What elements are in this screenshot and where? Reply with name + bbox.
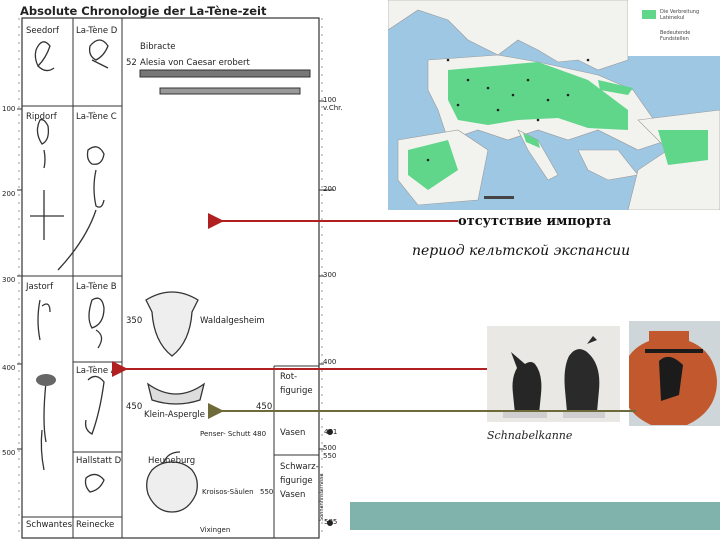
- label-ripdorf: Ripdorf: [26, 112, 57, 122]
- label-alesia: Alesia von Caesar erobert: [140, 58, 250, 68]
- chart-title: Absolute Chronologie der La-Tène-zeit: [20, 4, 267, 18]
- label-vixingen: Vixingen: [200, 526, 231, 534]
- label-bibracte: Bibracte: [140, 42, 176, 52]
- label-year-585: 585: [324, 518, 338, 526]
- caption-no-import: отсутствие импорта: [458, 214, 612, 229]
- label-waldalgesheim: Waldalgesheim: [200, 316, 265, 326]
- tick-right-400: 400: [323, 358, 337, 366]
- chronology-grid: [17, 17, 334, 539]
- legend-swatch: [642, 10, 656, 19]
- label-year-550b: 550: [323, 452, 337, 460]
- tick-right-100: 100 v.Chr.: [323, 96, 343, 112]
- label-latene-a: La-Tène A: [76, 366, 117, 376]
- tick-left-400: 400: [2, 364, 16, 372]
- label-rot-2: figurige: [280, 386, 313, 396]
- chronology-chart: Absolute Chronologie der La-Tène-zeit Se…: [0, 0, 343, 540]
- label-schwarz-3: Vasen: [280, 490, 306, 500]
- tick-left-200: 200: [2, 190, 16, 198]
- legend-line-3: Bedeutende: [660, 30, 691, 36]
- legend-line-2: Latènekul: [660, 15, 685, 21]
- label-schwantes: Schwantes: [26, 520, 72, 530]
- label-year-481: 481: [324, 428, 338, 436]
- caption-schnabelkanne: Schnabelkanne: [487, 429, 573, 442]
- legend-line-1: Die Verbreitung: [660, 9, 700, 15]
- label-latene-c: La-Tène C: [76, 112, 117, 122]
- label-rot-1: Rot-: [280, 372, 298, 382]
- label-seedorf: Seedorf: [26, 26, 59, 36]
- label-klein-aspergle: Klein-Aspergle: [144, 410, 205, 420]
- label-hallstatt-d: Hallstatt D: [76, 456, 122, 466]
- celtic-expansion-map: [388, 0, 720, 210]
- map-legend: Die Verbreitung Latènekul Bedeutende Fun…: [628, 0, 720, 56]
- tick-right-300: 300: [323, 271, 337, 279]
- label-year-500: 500: [323, 444, 337, 452]
- jugs-drawing: [487, 326, 620, 422]
- label-latene-b: La-Tène B: [76, 282, 117, 292]
- tick-right-200: 200: [323, 185, 337, 193]
- label-waldalgesheim-year: 350: [126, 316, 143, 326]
- label-rot-3: Vasen: [280, 428, 306, 438]
- schnabelkanne-photo: [487, 326, 620, 422]
- label-latene-d: La-Tène D: [76, 26, 118, 36]
- tick-left-300: 300: [2, 276, 16, 284]
- label-schwarz-1: Schwarz-: [280, 462, 319, 472]
- label-reinecke: Reinecke: [76, 520, 115, 530]
- map-drawing: [388, 0, 720, 210]
- label-heuneburg: Heuneburg: [148, 456, 196, 466]
- label-jastorf: Jastorf: [26, 282, 54, 292]
- label-penser: Penser- Schutt 480: [200, 430, 267, 438]
- label-alesia-year: 52: [126, 58, 137, 68]
- label-klein-aspergle-year: 450: [126, 402, 143, 412]
- caption-celtic-expansion: период кельтской экспансии: [412, 243, 631, 259]
- tick-left-500: 500: [2, 449, 16, 457]
- amphora-photo: [629, 321, 720, 426]
- label-year-550: 550: [260, 488, 274, 496]
- tick-left-100: 100: [2, 105, 16, 113]
- label-kroisos: Kroisos-Säulen: [202, 488, 254, 496]
- amphora-drawing: [629, 321, 720, 426]
- label-year-450: 450: [256, 402, 273, 412]
- legend-line-4: Fundstellen: [660, 36, 689, 42]
- label-schwarz-2: figurige: [280, 476, 313, 486]
- bottom-bar: [350, 502, 720, 530]
